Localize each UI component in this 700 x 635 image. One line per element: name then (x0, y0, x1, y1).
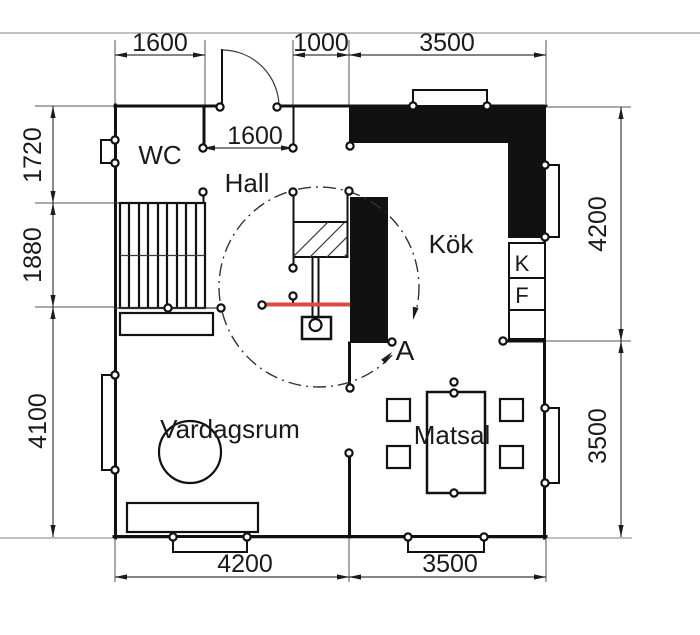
window-left-upper (100, 139, 116, 164)
windows (100, 89, 560, 553)
dim-hall-1600: 1600 (227, 122, 283, 150)
dining-table (425, 390, 487, 495)
dim-left-1880: 1880 (19, 227, 47, 283)
section-arrow-lower (381, 352, 392, 364)
window-bottom-right (407, 536, 485, 553)
chair (498, 397, 525, 423)
chair (385, 444, 412, 470)
dim-top-1600: 1600 (132, 29, 188, 57)
freezer-label: F (515, 283, 528, 308)
dim-left-1720: 1720 (19, 127, 47, 183)
dimension-labels: 1600 1000 3500 1600 1720 1880 4100 4200 … (19, 29, 612, 578)
fridge-freezer-cabinet: K F (508, 242, 546, 340)
round-table (157, 419, 223, 485)
entrance-door (221, 49, 280, 108)
room-labels: WC Hall Kök Vardagsrum Matsal (138, 140, 490, 450)
sideboard (118, 311, 215, 337)
dim-bottom-4200: 4200 (217, 550, 273, 578)
window-left-lower (101, 374, 116, 471)
room-label-kitchen: Kök (429, 229, 475, 259)
dim-top-1000: 1000 (293, 29, 349, 57)
node-dots (110, 101, 550, 542)
chair (385, 397, 412, 423)
dim-left-4100: 4100 (24, 393, 52, 449)
dim-right-3500: 3500 (584, 408, 612, 464)
window-right-lower (544, 407, 560, 484)
window-right-upper (544, 164, 560, 238)
chair (498, 444, 525, 470)
section-label: A (396, 335, 415, 366)
kitchen-counter (349, 107, 546, 343)
extension-lines (35, 40, 631, 582)
section-marker: A (218, 186, 423, 388)
room-label-dining: Matsal (414, 420, 491, 450)
sofa (125, 501, 260, 534)
post-circle (308, 317, 323, 333)
room-label-hall: Hall (225, 168, 270, 198)
furniture (118, 311, 525, 534)
dimension-lines (50, 52, 624, 580)
staircase (115, 191, 221, 310)
dim-bottom-3500: 3500 (422, 550, 478, 578)
dim-right-4200: 4200 (584, 196, 612, 252)
hatch-lines (293, 222, 348, 257)
room-label-living: Vardagsrum (160, 414, 300, 444)
section-arrow-upper (412, 306, 419, 320)
room-label-wc: WC (138, 140, 181, 170)
window-bottom-left (172, 536, 248, 553)
fridge-label: K (515, 251, 530, 276)
dim-top-3500: 3500 (419, 29, 475, 57)
chimney-core (262, 190, 350, 341)
window-top (412, 89, 488, 107)
